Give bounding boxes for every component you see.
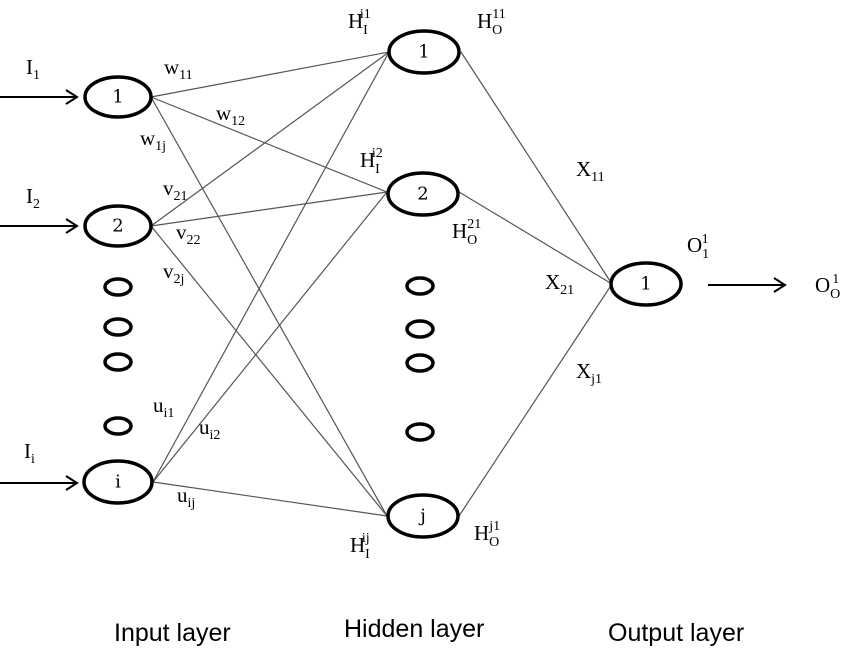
hidden-output-label-j1: HOj1 [474, 519, 500, 550]
hidden-ellipsis-dot [405, 422, 435, 442]
layer-titles: Input layer Hidden layer Output layer [114, 615, 744, 647]
hidden-node-2-label: 2 [417, 184, 428, 205]
hidden-node-2 [386, 171, 460, 217]
edge-h1-out [460, 51, 613, 285]
output-node-1-label: 1 [640, 274, 651, 295]
edge-ini-h1 [152, 51, 390, 483]
hidden-input-labels: HIi1 HIi2 HIij [348, 7, 383, 562]
input-ellipsis-dot [103, 416, 133, 436]
weight-label-w12: w12 [216, 101, 245, 129]
weight-label-xj1: Xj1 [576, 359, 602, 387]
weight-label-x11: X11 [576, 157, 605, 185]
hidden-layer-title: Hidden layer [344, 615, 484, 643]
edge-in2-hj [150, 225, 388, 517]
edge-hj-out [458, 283, 613, 517]
hidden-output-label-21: HO21 [452, 217, 481, 248]
input-arrow-i [0, 475, 79, 491]
edge-ini-hj [152, 481, 388, 517]
output-node-1 [609, 261, 683, 307]
weight-label-x21: X21 [545, 270, 574, 298]
input-layer-title: Input layer [114, 619, 231, 647]
input-node-2 [83, 204, 153, 248]
output-value-label: OO1 [815, 272, 840, 302]
edge-ini-h2 [152, 191, 388, 483]
weight-label-w11: w11 [164, 55, 193, 83]
input-arrows [0, 89, 787, 491]
input-arrow-2 [0, 218, 79, 234]
edge-in2-h2 [150, 191, 388, 227]
hidden-output-labels: HO11 HO21 HOj1 [452, 7, 506, 550]
output-input-label: O11 [687, 232, 709, 262]
input-ellipsis-dot [103, 352, 133, 372]
weight-label-v22: v22 [176, 220, 201, 248]
input-layer-nodes: 1 2 i [82, 75, 154, 505]
hidden-input-label-i2: HIi2 [360, 146, 383, 177]
weight-labels-input-hidden: w11 w12 w1j v21 v22 v2j ui1 ui2 uij [140, 55, 245, 511]
input-label-1: I1 [26, 55, 40, 83]
input-node-i [82, 459, 154, 505]
input-ellipsis-dot [103, 317, 133, 337]
output-labels: O11 OO1 [687, 232, 840, 302]
hidden-ellipsis-dot [405, 353, 435, 373]
hidden-node-j-label: j [418, 506, 426, 527]
hidden-node-j [386, 493, 460, 539]
hidden-node-1 [387, 29, 461, 75]
weight-label-v2j: v2j [163, 259, 184, 287]
weight-label-v21: v21 [163, 176, 188, 204]
input-ellipsis-dot [103, 277, 133, 297]
edges-input-hidden [150, 51, 390, 517]
weight-label-w1j: w1j [140, 126, 166, 154]
input-node-i-label: i [115, 472, 121, 493]
hidden-ellipsis-dot [405, 319, 435, 339]
input-arrow-1 [0, 89, 79, 105]
weight-label-uij: uij [177, 483, 195, 511]
hidden-input-label-ij: HIij [350, 531, 370, 562]
edge-in1-hj [150, 96, 388, 517]
output-layer-title: Output layer [608, 619, 744, 647]
output-layer-nodes: 1 [609, 261, 683, 307]
input-labels: I1 I2 Ii [24, 55, 40, 467]
edge-h2-out [458, 191, 613, 285]
hidden-input-label-i1: HIi1 [348, 7, 371, 38]
weight-label-ui2: ui2 [199, 415, 220, 443]
hidden-layer-nodes: 1 2 j [386, 29, 461, 539]
edge-in1-h1 [150, 51, 390, 98]
hidden-node-1-label: 1 [418, 42, 429, 63]
edge-in1-h2 [150, 96, 388, 193]
input-node-1-label: 1 [112, 87, 123, 108]
hidden-ellipsis-dot [405, 276, 435, 296]
weight-labels-hidden-output: X11 X21 Xj1 [545, 157, 605, 387]
output-arrow [708, 277, 787, 293]
edges-hidden-output [458, 51, 613, 517]
weight-label-ui1: ui1 [153, 393, 174, 421]
input-node-2-label: 2 [112, 216, 123, 237]
input-label-i: Ii [24, 439, 35, 467]
hidden-output-label-11: HO11 [477, 7, 506, 38]
input-node-1 [83, 75, 153, 119]
input-label-2: I2 [26, 184, 40, 212]
edge-in2-h1 [150, 51, 390, 227]
